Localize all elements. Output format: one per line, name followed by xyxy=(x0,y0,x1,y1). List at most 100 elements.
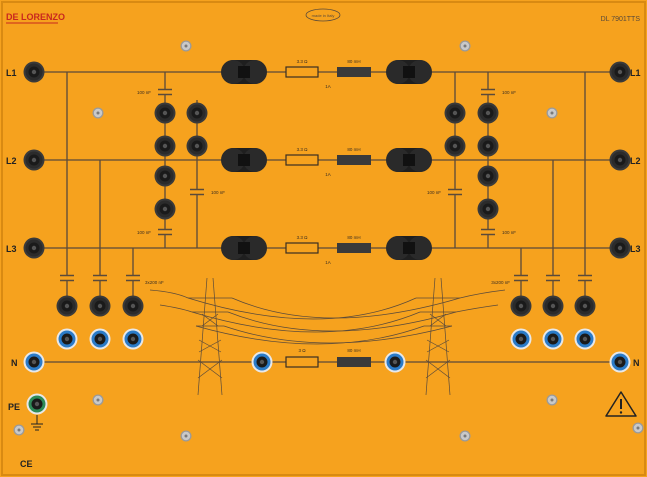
warning-triangle-icon xyxy=(605,391,637,417)
label-pe: PE xyxy=(8,402,20,412)
earth-ground-icon xyxy=(31,415,43,431)
socket-cap-left-5[interactable] xyxy=(154,165,176,187)
capacitor-symbol xyxy=(126,274,140,282)
socket-cap-right-2[interactable] xyxy=(477,102,499,124)
series-plug-left-l2[interactable] xyxy=(221,148,267,172)
capacitor-symbol xyxy=(93,274,107,282)
socket-right-l2[interactable] xyxy=(609,149,631,171)
inductor-value-n: 80 mH xyxy=(347,348,360,353)
inductor-n xyxy=(337,357,371,367)
current-rating-l1: 1A xyxy=(325,84,331,89)
capacitor-symbol xyxy=(60,274,74,282)
series-impedance-group xyxy=(221,60,432,368)
current-rating-l2: 1A xyxy=(325,172,331,177)
label-left-l3: L3 xyxy=(6,244,17,254)
mounting-screw xyxy=(546,107,558,119)
cap-bank-value-left: 3x200 nF xyxy=(145,280,164,285)
socket-neutral-right-2[interactable] xyxy=(542,328,564,350)
brand-logo: DE LORENZO xyxy=(6,12,65,22)
series-plug-left-l3[interactable] xyxy=(221,236,267,260)
resistor-l1 xyxy=(285,66,319,78)
socket-cap-bank-left-1[interactable] xyxy=(56,295,78,317)
socket-cap-left-4[interactable] xyxy=(186,135,208,157)
capacitor-symbol xyxy=(158,88,172,96)
socket-neutral-left-3[interactable] xyxy=(122,328,144,350)
socket-right-n[interactable] xyxy=(609,351,631,373)
socket-cap-bank-left-3[interactable] xyxy=(122,295,144,317)
cap-value-left-1: 100 nF xyxy=(137,90,151,95)
series-plug-right-l3[interactable] xyxy=(386,236,432,260)
cap-value-left-2: 100 nF xyxy=(211,190,225,195)
mounting-screw xyxy=(92,394,104,406)
cap-value-right-2: 100 nF xyxy=(427,190,441,195)
socket-cap-left-1[interactable] xyxy=(154,102,176,124)
socket-neutral-series-right[interactable] xyxy=(384,351,406,373)
mounting-screw xyxy=(632,422,644,434)
mounting-screw xyxy=(92,107,104,119)
socket-cap-right-4[interactable] xyxy=(477,135,499,157)
socket-neutral-right-3[interactable] xyxy=(574,328,596,350)
current-rating-l3: 1A xyxy=(325,260,331,265)
capacitor-symbol xyxy=(481,88,495,96)
model-number: DL 7901TTS xyxy=(601,16,641,23)
capacitor-symbol xyxy=(190,188,204,196)
label-left-n: N xyxy=(11,358,18,368)
socket-cap-left-6[interactable] xyxy=(154,198,176,220)
socket-neutral-series-left[interactable] xyxy=(251,351,273,373)
socket-cap-bank-left-2[interactable] xyxy=(89,295,111,317)
socket-right-l3[interactable] xyxy=(609,237,631,259)
series-plug-right-l1[interactable] xyxy=(386,60,432,84)
socket-cap-right-3[interactable] xyxy=(444,135,466,157)
socket-left-n[interactable] xyxy=(23,351,45,373)
socket-right-l1[interactable] xyxy=(609,61,631,83)
socket-cap-right-1[interactable] xyxy=(444,102,466,124)
capacitor-symbol xyxy=(448,188,462,196)
capacitor-symbol xyxy=(158,228,172,236)
series-plug-right-l2[interactable] xyxy=(386,148,432,172)
mounting-screw xyxy=(459,430,471,442)
transmission-tower-icon xyxy=(149,277,506,396)
socket-neutral-left-1[interactable] xyxy=(56,328,78,350)
socket-cap-bank-right-1[interactable] xyxy=(510,295,532,317)
ce-mark: CE xyxy=(20,459,33,469)
inductor-value-l3: 80 mH xyxy=(347,235,360,240)
series-plug-left-l1[interactable] xyxy=(221,60,267,84)
resistor-l2 xyxy=(285,154,319,166)
inductor-value-l1: 80 mH xyxy=(347,59,360,64)
socket-cap-left-2[interactable] xyxy=(186,102,208,124)
mounting-screw xyxy=(13,424,25,436)
inductor-l1 xyxy=(337,67,371,77)
resistor-n xyxy=(285,356,319,368)
socket-cap-right-5[interactable] xyxy=(477,165,499,187)
capacitor-symbol xyxy=(514,274,528,282)
cap-bank-value-right: 3x200 nF xyxy=(491,280,510,285)
socket-cap-bank-right-3[interactable] xyxy=(574,295,596,317)
socket-group xyxy=(23,61,631,415)
socket-cap-bank-right-2[interactable] xyxy=(542,295,564,317)
label-right-l3: L3 xyxy=(630,244,641,254)
socket-pe[interactable] xyxy=(26,393,48,415)
resistor-l3 xyxy=(285,242,319,254)
socket-neutral-right-1[interactable] xyxy=(510,328,532,350)
resistor-value-l3: 3.3 Ω xyxy=(297,235,309,240)
mounting-screw xyxy=(459,40,471,52)
cap-value-left-3: 100 nF xyxy=(137,230,151,235)
socket-cap-left-3[interactable] xyxy=(154,135,176,157)
made-in-italy-badge: made in Italy xyxy=(305,8,341,22)
label-right-l1: L1 xyxy=(630,68,641,78)
socket-neutral-left-2[interactable] xyxy=(89,328,111,350)
socket-cap-right-6[interactable] xyxy=(477,198,499,220)
socket-left-l1[interactable] xyxy=(23,61,45,83)
capacitor-symbol xyxy=(481,228,495,236)
cap-value-right-3: 100 nF xyxy=(502,230,516,235)
capacitor-symbols xyxy=(60,88,592,282)
label-left-l1: L1 xyxy=(6,68,17,78)
mounting-screw xyxy=(546,394,558,406)
capacitor-symbol xyxy=(578,274,592,282)
resistor-value-l2: 3.3 Ω xyxy=(297,147,309,152)
capacitor-symbol xyxy=(546,274,560,282)
socket-left-l3[interactable] xyxy=(23,237,45,259)
label-left-l2: L2 xyxy=(6,156,17,166)
socket-left-l2[interactable] xyxy=(23,149,45,171)
